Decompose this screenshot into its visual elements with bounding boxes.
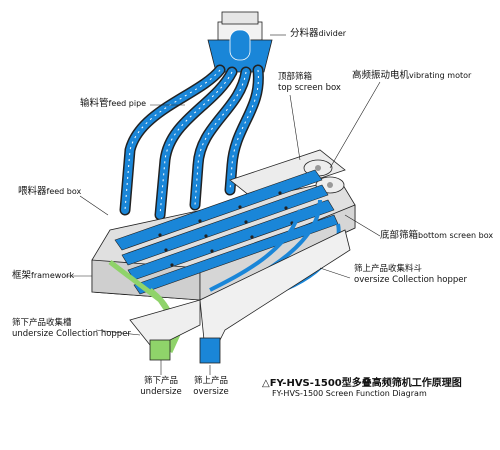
- label-undersize-hopper-zh: 筛下产品收集槽: [12, 318, 72, 328]
- label-top-box-zh: 顶部筛箱: [278, 72, 313, 82]
- label-undersize-hopper: 筛下产品收集槽 undersize Collection hopper: [12, 318, 131, 340]
- label-divider-en: divider: [318, 29, 347, 38]
- label-oversize: 筛上产品 oversize: [186, 376, 236, 398]
- label-framework-en: framework: [31, 271, 75, 280]
- label-feed-box: 喂料器feed box: [18, 186, 81, 198]
- label-feed-pipe-en: feed pipe: [108, 99, 147, 108]
- label-feed-box-zh: 喂料器: [18, 186, 47, 197]
- label-undersize: 筛下产品 undersize: [136, 376, 186, 398]
- label-feed-pipe: 输料管feed pipe: [80, 98, 146, 110]
- label-motor-en: vibrating motor: [409, 71, 472, 80]
- label-oversize-hopper-en: oversize Collection hopper: [354, 275, 467, 285]
- label-top-box-en: top screen box: [278, 83, 341, 93]
- label-bottom-screen-box: 底部筛箱bottom screen box: [380, 230, 493, 242]
- label-oversize-zh: 筛上产品: [193, 376, 228, 386]
- label-feed-box-en: feed box: [46, 187, 82, 196]
- diagram-title-en: FY-HVS-1500 Screen Function Diagram: [272, 389, 427, 398]
- label-undersize-hopper-en: undersize Collection hopper: [12, 329, 131, 339]
- label-top-screen-box: 顶部筛箱 top screen box: [278, 72, 341, 94]
- label-framework-zh: 框架: [12, 270, 32, 281]
- label-oversize-hopper: 筛上产品收集料斗 oversize Collection hopper: [354, 264, 467, 286]
- label-divider: 分料器divider: [290, 28, 346, 40]
- diagram-title-zh: △FY-HVS-1500型多叠高频筛机工作原理图: [262, 378, 462, 389]
- label-feed-pipe-zh: 输料管: [80, 98, 109, 109]
- label-divider-zh: 分料器: [290, 28, 319, 39]
- label-bottom-box-en: bottom screen box: [418, 231, 494, 240]
- divider: [207, 11, 273, 73]
- label-oversize-en: oversize: [193, 387, 229, 397]
- oversize-collection-hopper: [199, 229, 351, 364]
- undersize-collection-hopper: [129, 299, 201, 361]
- feed-pipes: [119, 64, 264, 221]
- label-vibrating-motor: 高频振动电机vibrating motor: [352, 70, 471, 82]
- label-undersize-zh: 筛下产品: [143, 376, 178, 386]
- leader-lines: [66, 34, 381, 375]
- label-bottom-box-zh: 底部筛箱: [380, 230, 419, 241]
- label-oversize-hopper-zh: 筛上产品收集料斗: [354, 264, 423, 274]
- label-undersize-en: undersize: [140, 387, 182, 397]
- label-framework: 框架framework: [12, 270, 74, 282]
- label-motor-zh: 高频振动电机: [352, 70, 410, 81]
